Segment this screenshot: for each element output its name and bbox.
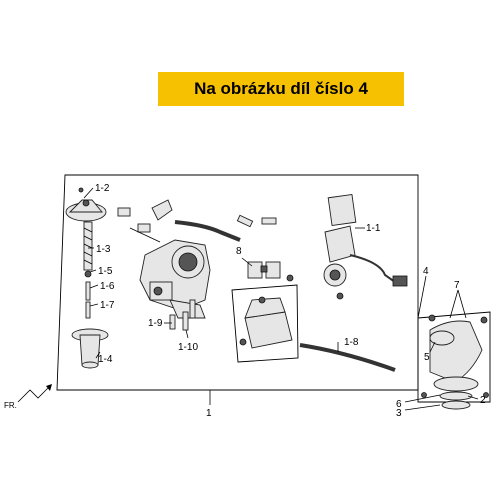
label-1-3: 1-3 xyxy=(96,244,111,255)
spring-part xyxy=(83,221,93,271)
label-1-7: 1-7 xyxy=(100,300,115,311)
label-5: 5 xyxy=(424,352,430,363)
label-1-6: 1-6 xyxy=(100,281,115,292)
label-1-1: 1-1 xyxy=(366,223,381,234)
fuel-hose-part xyxy=(174,214,277,242)
diaphragm-cover-part xyxy=(65,187,107,222)
label-1-8: 1-8 xyxy=(344,337,359,348)
label-4: 4 xyxy=(423,266,429,277)
front-direction-arrow xyxy=(17,384,52,403)
label-fr: FR. xyxy=(4,401,17,410)
carburetor-body-part xyxy=(139,239,211,319)
label-1: 1 xyxy=(206,408,212,419)
label-6: 6 xyxy=(396,399,402,410)
label-1-4: 1-4 xyxy=(98,354,113,365)
needle-parts xyxy=(84,270,92,319)
banner-text: Na obrázku díl číslo 4 xyxy=(194,79,368,98)
label-3: 3 xyxy=(396,408,402,419)
label-1-9: 1-9 xyxy=(148,318,163,329)
intake-manifold-part xyxy=(421,314,489,410)
vacuum-piston-part xyxy=(71,328,109,369)
label-2: 2 xyxy=(480,395,486,406)
float-part xyxy=(247,261,294,282)
label-7: 7 xyxy=(454,280,460,291)
intake-manifold-frame xyxy=(417,311,491,403)
throttle-linkage-part xyxy=(117,199,173,243)
label-1-10: 1-10 xyxy=(178,342,198,353)
leader-lines xyxy=(83,187,479,411)
drain-hose-part xyxy=(299,343,396,372)
label-8: 8 xyxy=(236,246,242,257)
idle-screw-parts xyxy=(169,299,196,331)
part-number-banner: Na obrázku díl číslo 4 xyxy=(158,72,404,106)
auto-choke-part xyxy=(323,193,408,300)
label-1-2: 1-2 xyxy=(95,183,110,194)
float-chamber-part xyxy=(239,296,293,349)
label-1-5: 1-5 xyxy=(98,266,113,277)
float-chamber-inset-frame xyxy=(231,284,299,363)
